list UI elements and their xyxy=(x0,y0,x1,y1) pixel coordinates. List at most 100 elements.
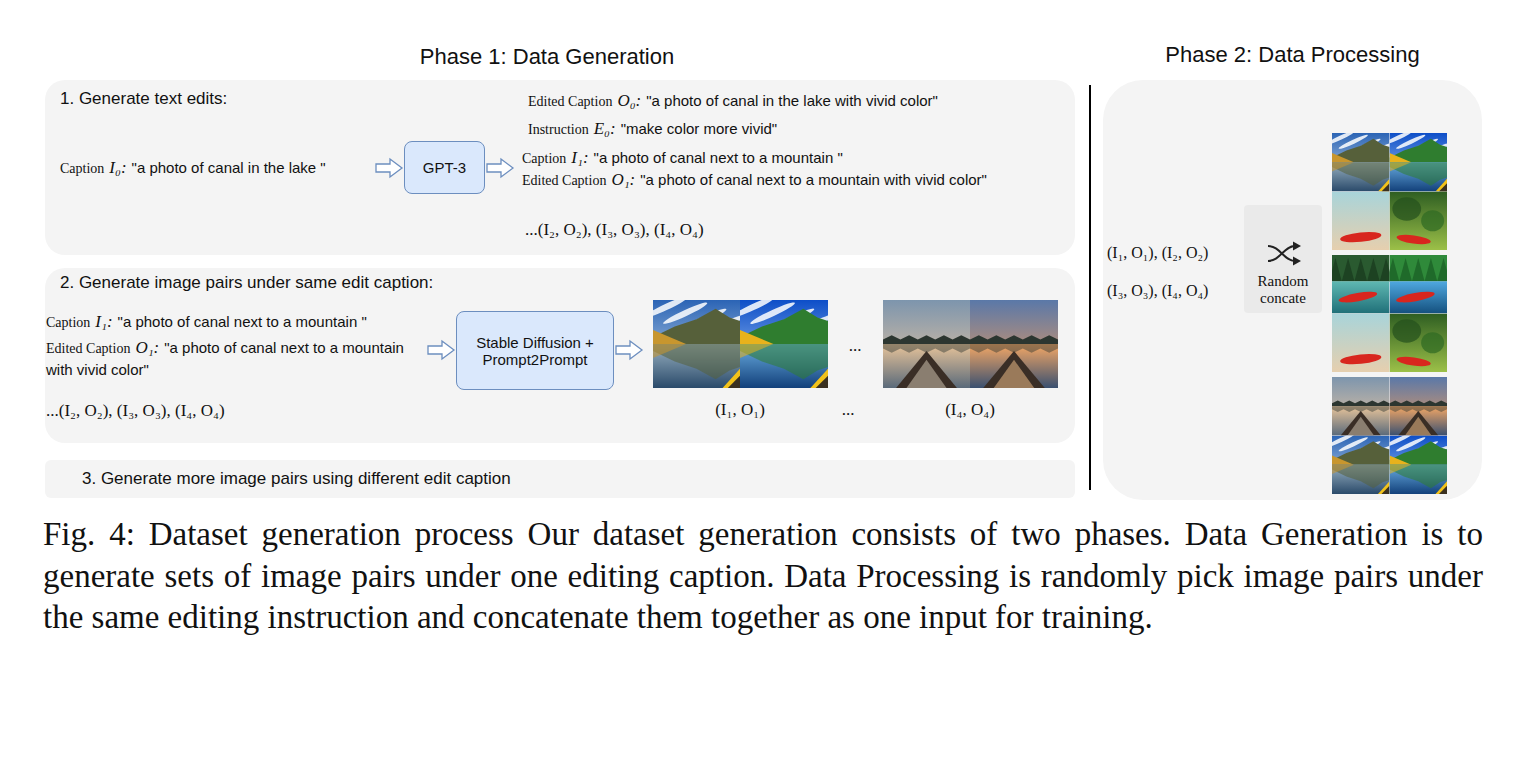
scene-image xyxy=(1390,255,1448,314)
caption-text: "a photo of canal next to a mountain wit… xyxy=(640,171,987,188)
illustration-part xyxy=(740,300,828,388)
caption-tag: Edited Caption xyxy=(522,173,606,188)
illustration-part xyxy=(1332,162,1390,185)
text-line: (I₃, O₃), (I₄, O₄) xyxy=(1107,280,1208,302)
text-line: ...(I₂, O₂), (I₃, O₃), (I₄, O₄) xyxy=(46,400,225,422)
illustration-part xyxy=(728,376,740,388)
math-symbol: I₁: xyxy=(571,148,588,167)
illustration-part xyxy=(1396,233,1431,246)
panel-ground xyxy=(1103,80,1482,500)
illustration-part xyxy=(1354,258,1367,281)
process-box: Random concate xyxy=(1244,205,1322,313)
phase-divider xyxy=(1089,85,1091,490)
illustration-part xyxy=(970,300,1058,388)
text-line: ... xyxy=(842,399,855,421)
caption-tag: Caption xyxy=(522,151,566,166)
illustration-part xyxy=(653,344,740,388)
illustration-part xyxy=(1421,210,1444,231)
annotation: Phase 1: Data Generation xyxy=(420,44,674,69)
illustration-part xyxy=(1378,179,1390,192)
illustration-part xyxy=(1405,417,1431,436)
scene-image xyxy=(1390,314,1448,373)
box-label: Stable Diffusion + Prompt2Prompt xyxy=(467,334,603,368)
illustration-part xyxy=(1390,441,1448,464)
text-line: Edited CaptionO₀:"a photo of canal in th… xyxy=(528,90,938,113)
caption-tag: Caption xyxy=(60,161,104,176)
illustration-part xyxy=(1332,465,1390,488)
illustration-part xyxy=(1395,290,1435,305)
text-line: CaptionI₁:"a photo of canal next to a mo… xyxy=(46,311,367,334)
illustration-part xyxy=(653,344,686,358)
panel-ground xyxy=(1244,205,1322,313)
shuffle-icon xyxy=(1268,246,1295,261)
illustration-part xyxy=(1348,417,1374,436)
illustration-part xyxy=(740,309,828,344)
text-line: Caption I₀: "a photo of canal in the lake … xyxy=(60,157,326,180)
caption-tag: Instruction xyxy=(528,122,589,137)
flow-arrow xyxy=(376,159,402,177)
box-label: GPT-3 xyxy=(423,159,466,176)
caption-tag: Edited Caption xyxy=(528,94,612,109)
illustration-part xyxy=(1390,377,1448,436)
step-heading: 2. Generate image pairs under same edit … xyxy=(60,273,433,293)
illustration-part xyxy=(1332,162,1390,191)
illustration-part xyxy=(1332,281,1390,313)
illustration-part xyxy=(1381,183,1389,191)
flow-arrow xyxy=(428,341,454,359)
panel-ground xyxy=(45,268,1075,443)
illustration-part xyxy=(1341,411,1381,436)
illustration-part xyxy=(1390,314,1448,373)
illustration-part xyxy=(1390,465,1412,474)
illustration-part xyxy=(1268,246,1295,261)
illustration-part xyxy=(1332,258,1342,281)
scene-image xyxy=(883,300,970,388)
math-symbol: E₀: xyxy=(594,119,616,138)
panel-heading: Phase 2: Data Processing xyxy=(1103,42,1482,68)
caption-text: "make color more vivid" xyxy=(621,120,778,137)
illustration-part xyxy=(1390,400,1448,406)
illustration-part xyxy=(810,369,828,388)
illustration-part xyxy=(1378,481,1390,494)
scene-image xyxy=(1332,133,1390,192)
illustration-part xyxy=(1332,406,1390,435)
step-heading: 1. Generate text edits: xyxy=(60,89,227,109)
process-box: GPT-3 xyxy=(404,141,485,194)
text-line: ... xyxy=(849,335,862,357)
illustration-part xyxy=(883,344,970,388)
illustration-part xyxy=(1390,465,1448,494)
annotation: (I₁, O₁) xyxy=(715,400,765,419)
illustration-part xyxy=(1332,139,1390,162)
panel-grounds xyxy=(45,80,1482,500)
annotation: ... xyxy=(849,336,862,355)
text-line: Caption I₁: "a photo of canal next to a mo… xyxy=(522,147,843,170)
illustration-part xyxy=(1381,486,1389,494)
illustration-part xyxy=(1390,139,1448,162)
illustration-part xyxy=(1332,133,1390,192)
illustration-part xyxy=(883,300,970,388)
illustration-part xyxy=(1268,246,1295,261)
illustration-part xyxy=(1436,481,1448,494)
caption-tag: Caption xyxy=(46,315,90,330)
math-symbol: O₀: xyxy=(617,91,641,110)
panel-ground xyxy=(45,460,1075,498)
illustration-part xyxy=(1332,465,1390,494)
caption-text: "a photo of canal next to a mountain " xyxy=(594,149,843,166)
scene-image xyxy=(1390,192,1448,251)
illustration-part xyxy=(1342,258,1355,281)
caption-text: "a photo of canal in the lake " xyxy=(132,159,326,176)
illustration-part xyxy=(1390,153,1412,162)
illustration-part xyxy=(740,344,828,388)
illustration-part xyxy=(653,309,740,344)
math-symbol: O₁: xyxy=(611,170,635,189)
illustration-part xyxy=(653,344,740,379)
text-line: Edited CaptionO₁:"a photo of canal next … xyxy=(46,337,426,380)
illustration-part xyxy=(1390,162,1448,185)
illustration-part xyxy=(1390,436,1448,495)
scene-image xyxy=(1390,377,1448,436)
illustration-part xyxy=(740,344,828,379)
annotation: (I₄, O₄) xyxy=(945,400,995,419)
illustration-part xyxy=(1390,406,1448,435)
caption-tag: Edited Caption xyxy=(46,341,130,356)
math-symbol: I₀: xyxy=(109,158,126,177)
